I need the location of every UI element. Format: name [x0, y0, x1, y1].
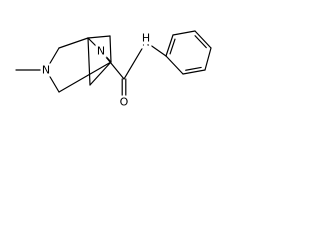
- bond-line: [89, 61, 112, 86]
- atom-layer: NNONH: [40, 31, 152, 109]
- bond-line: [182, 69, 206, 75]
- bond-a6-a7: [58, 61, 112, 93]
- bond-a5-a6: [109, 35, 112, 63]
- bond-a18-a19: [182, 66, 206, 75]
- bond-line: [58, 37, 89, 49]
- atom-label: N: [97, 45, 105, 58]
- bond-a4-a8: [87, 37, 91, 86]
- molecule-structure: NNONH: [15, 30, 212, 109]
- bond-line: [172, 30, 196, 36]
- atom-a11: O: [118, 95, 130, 109]
- bond-a17-a18: [204, 47, 212, 71]
- atom-label-background: [40, 63, 52, 77]
- bond-a14-a15: [165, 34, 176, 57]
- bond-a15-a16: [172, 30, 196, 36]
- bond-line: [204, 47, 212, 71]
- atom-label: H: [142, 32, 150, 45]
- bond-a4-a5: [87, 35, 111, 39]
- bond-line-inner: [185, 66, 202, 71]
- atom-label: O: [120, 96, 129, 109]
- bond-a3-a4: [58, 37, 89, 49]
- bond-line-inner: [169, 38, 176, 55]
- bond-line: [165, 34, 174, 57]
- bond-a8-a6: [89, 61, 112, 86]
- bond-a16-a17: [194, 30, 212, 49]
- bond-a19-a14: [165, 55, 184, 75]
- atom-a13: H: [140, 31, 152, 45]
- bond-line: [109, 35, 112, 63]
- atom-label-background: [140, 31, 152, 45]
- bond-line: [194, 30, 212, 49]
- bond-line-inner: [194, 35, 207, 49]
- bond-line: [87, 37, 91, 86]
- atom-label: N: [42, 64, 50, 77]
- bond-line: [87, 35, 111, 39]
- atom-label-background: [118, 95, 130, 109]
- atom-a2: N: [40, 63, 52, 77]
- atom-a9: N: [95, 44, 107, 58]
- bond-line: [58, 61, 112, 93]
- atom-label-background: [95, 44, 107, 58]
- bond-line: [165, 55, 184, 75]
